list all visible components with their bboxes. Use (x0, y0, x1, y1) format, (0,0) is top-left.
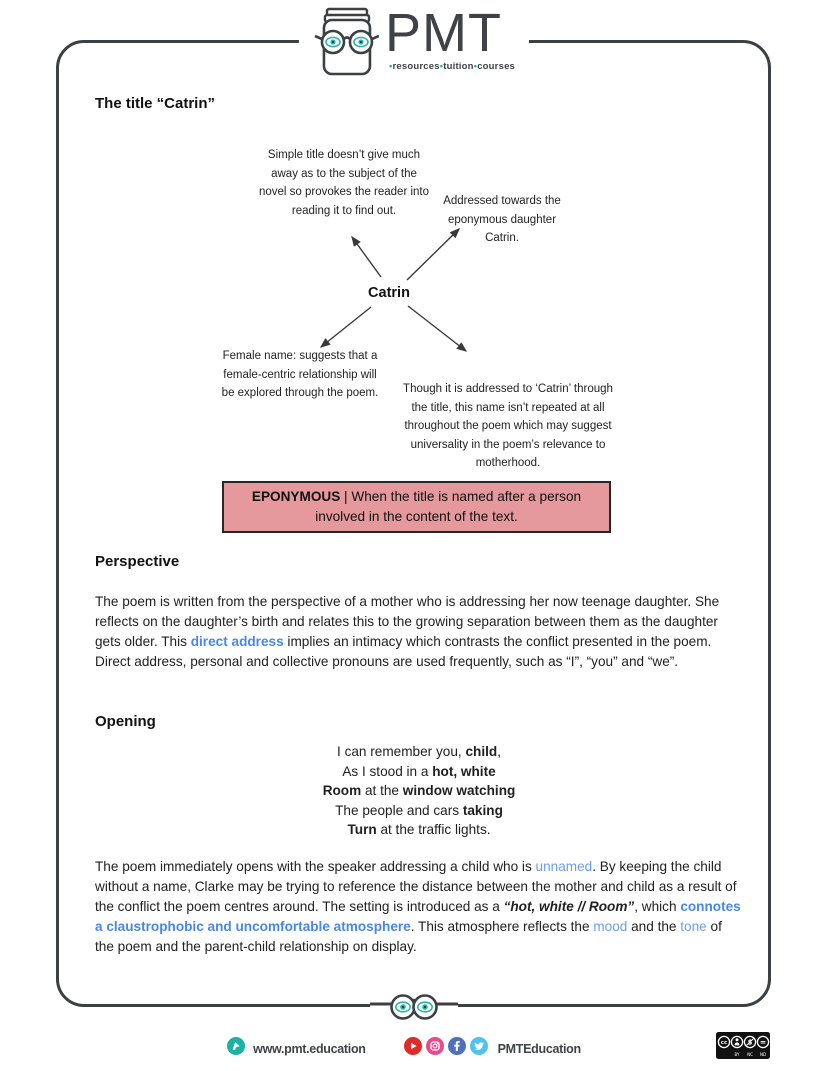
glossary-link[interactable]: unnamed (535, 859, 593, 874)
text-segment: . This atmosphere reflects the (410, 919, 594, 934)
definition-box: EPONYMOUS | When the title is named afte… (222, 481, 611, 533)
cursor-icon (227, 1037, 246, 1060)
pmt-book-glasses-icon (313, 6, 380, 83)
glossary-link[interactable]: tone (680, 919, 707, 934)
perspective-paragraph: The poem is written from the perspective… (95, 592, 743, 672)
definition-term: EPONYMOUS (251, 489, 341, 504)
heading-perspective: Perspective (95, 553, 180, 570)
text-segment: , which (634, 899, 681, 914)
text-segment: at the (361, 783, 403, 798)
text-segment: “hot, white // Room” (503, 899, 635, 914)
mindmap-center-label: Catrin (368, 285, 410, 301)
glasses-icon (370, 990, 458, 1024)
instagram-icon[interactable] (425, 1037, 444, 1060)
mindmap-node-bottom-left: Female name: suggests that a female-cent… (221, 350, 379, 399)
glossary-link[interactable]: direct address (190, 634, 284, 649)
cc-license-badge[interactable]: cc $ = BY NC ND (716, 1032, 770, 1059)
text-segment: . By keeping the child without a name, C… (95, 859, 737, 914)
footer-website-link[interactable]: www.pmt.education (227, 1037, 366, 1060)
mindmap-node-bottom-right: Though it is addressed to ‘Catrin’ throu… (403, 383, 613, 469)
text-segment: I can remember you, (337, 744, 466, 759)
text-segment: The poem immediately opens with the spea… (95, 859, 536, 874)
poem-quote: I can remember you, child, As I stood in… (95, 742, 743, 840)
youtube-icon[interactable] (403, 1037, 422, 1060)
text-segment: window watching (402, 783, 516, 798)
poem-line: I can remember you, child, (95, 742, 743, 762)
pmt-tagline: •resources•tuition•courses (388, 61, 516, 72)
pmt-logo: PMT •resources•tuition•courses (298, 3, 530, 83)
text-segment: The people and cars (335, 802, 463, 818)
text-segment: Room (322, 783, 362, 798)
text-segment: at the traffic lights. (376, 822, 491, 837)
page-title: The title “Catrin” (95, 95, 216, 112)
definition-text: When the title is named after a person i… (315, 489, 582, 524)
svg-text:NC: NC (747, 1052, 753, 1057)
heading-opening: Opening (95, 713, 156, 730)
footer-social-links: PMTEducation (403, 1037, 582, 1060)
glossary-link[interactable]: mood (593, 919, 628, 934)
poem-line: Room at the window watching (95, 781, 743, 801)
poem-line: As I stood in a hot, white (95, 762, 743, 782)
pmt-brand-text: PMT (384, 3, 502, 63)
text-segment: child (465, 744, 498, 759)
svg-text:BY: BY (735, 1052, 741, 1057)
glossary-link[interactable]: connotes a claustrophobic and uncomforta… (95, 899, 741, 934)
text-segment: and the (627, 919, 681, 934)
text-segment: As I stood in a (342, 763, 433, 779)
catrin-mindmap: Simple title doesn’t give much away as t… (200, 140, 640, 475)
text-segment: , (497, 744, 501, 759)
text-segment: taking (462, 802, 503, 818)
svg-text:=: = (760, 1038, 766, 1047)
text-segment: implies an intimacy which contrasts the … (95, 634, 712, 669)
text-segment: of the poem and the parent-child relatio… (95, 919, 722, 954)
mindmap-node-top-left: Simple title doesn’t give much away as t… (258, 149, 430, 217)
footer: www.pmt.education (0, 1037, 818, 1060)
facebook-icon[interactable] (447, 1037, 466, 1060)
svg-text:cc: cc (721, 1040, 727, 1046)
text-segment: The poem is written from the perspective… (95, 594, 720, 649)
poem-line: Turn at the traffic lights. (95, 820, 743, 840)
opening-paragraph: The poem immediately opens with the spea… (95, 857, 743, 957)
twitter-icon[interactable] (469, 1037, 488, 1060)
mindmap-node-top-right: Addressed towards the eponymous daughter… (443, 195, 561, 244)
poem-line: The people and cars taking (95, 801, 743, 821)
mindmap-arrows (319, 228, 468, 352)
svg-text:ND: ND (760, 1052, 766, 1057)
definition-separator: | (340, 489, 352, 504)
text-segment: hot, white (432, 763, 496, 779)
footer-social-handle: PMTEducation (497, 1041, 582, 1056)
text-segment: Turn (347, 822, 377, 837)
